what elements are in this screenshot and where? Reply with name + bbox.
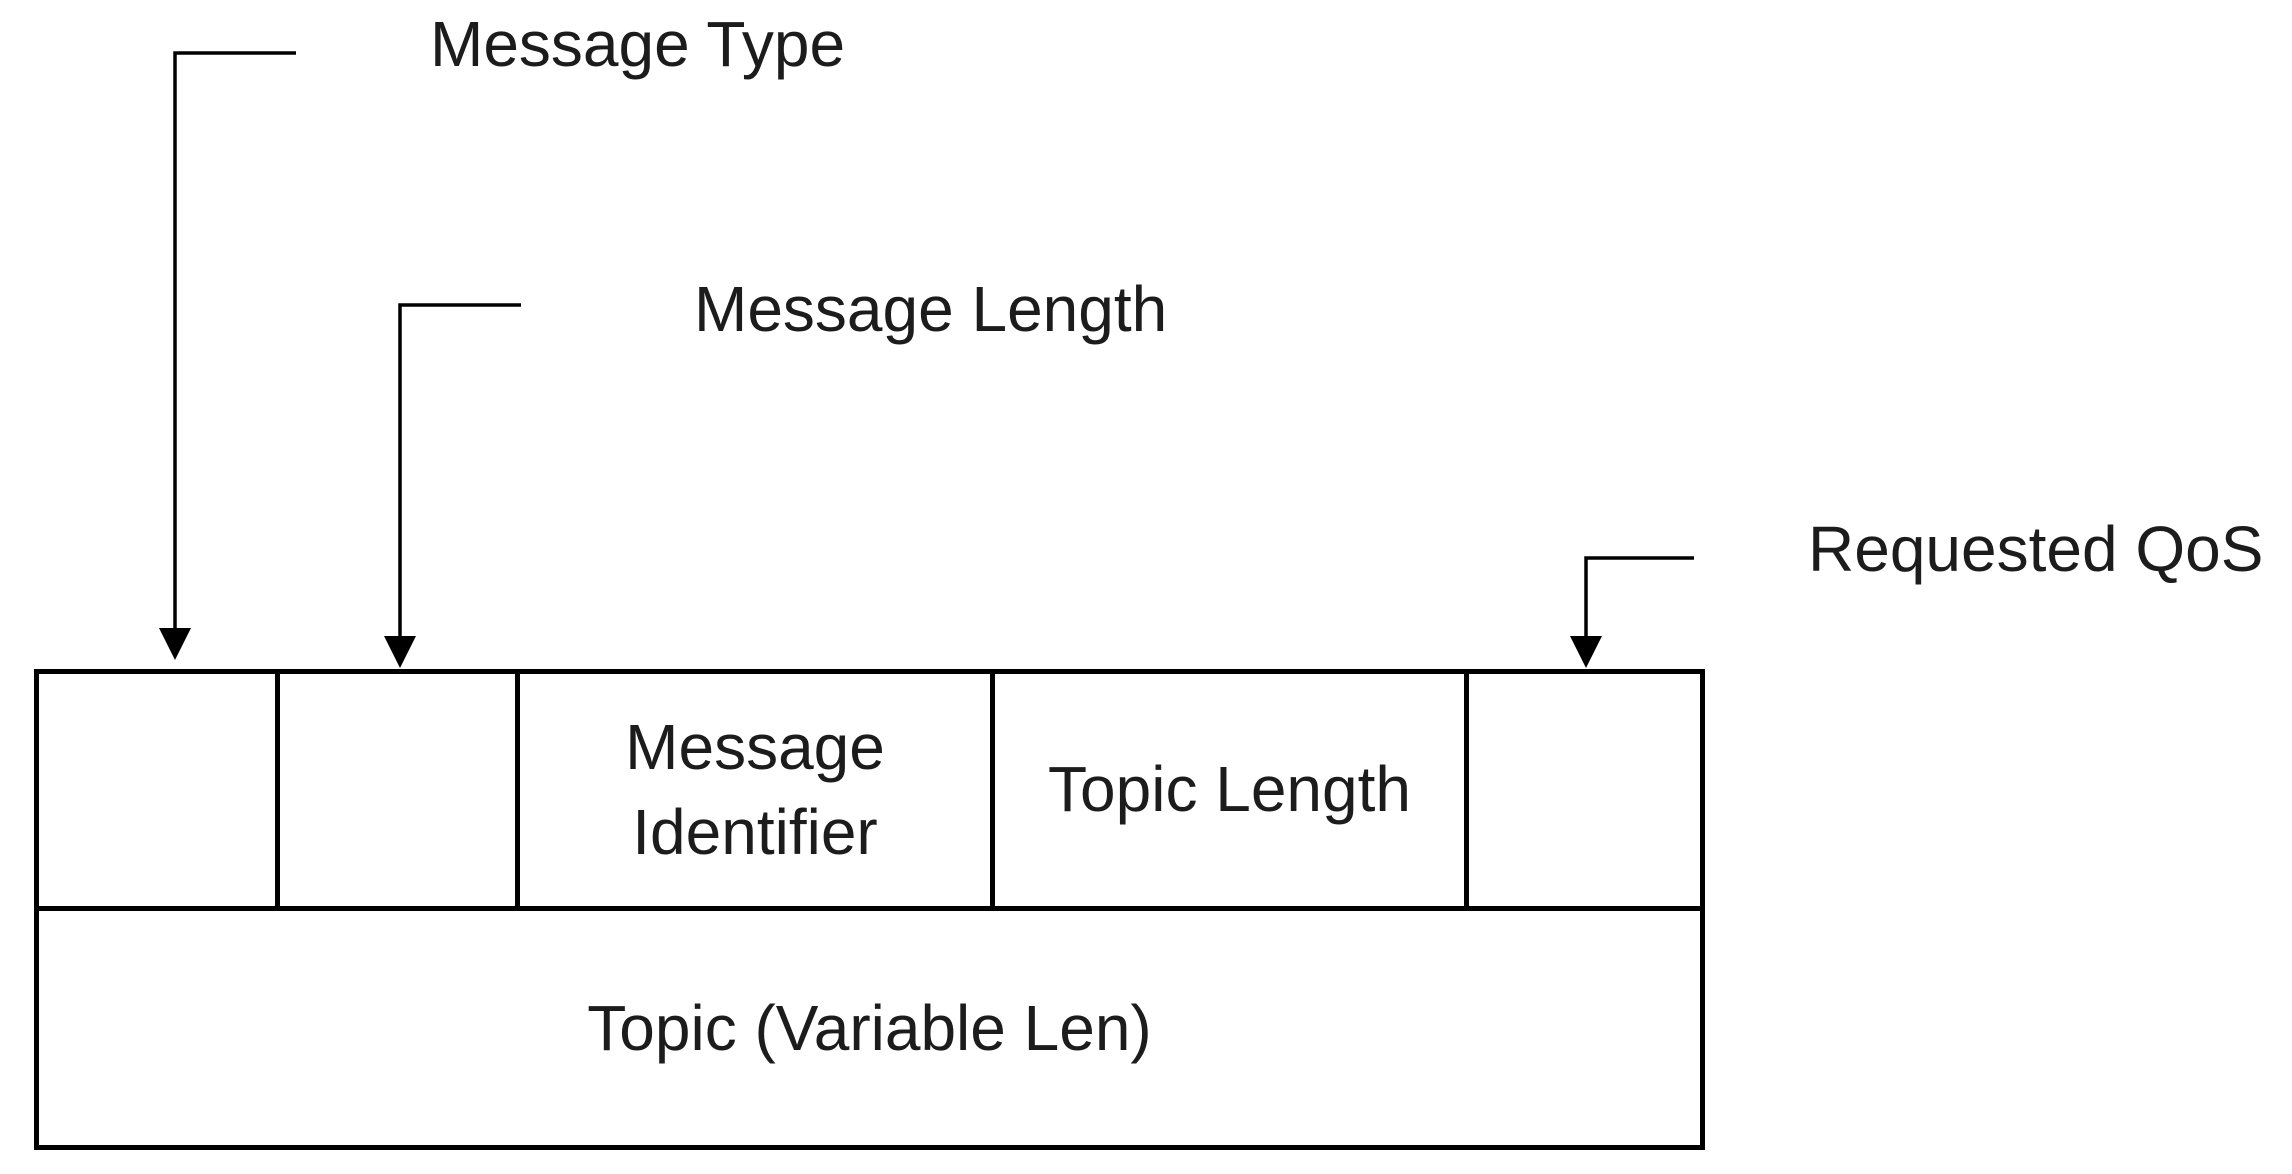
topic-variable-length-cell: Topic (Variable Len) [587,992,1152,1064]
requested-qos-leader-line [1584,556,1694,640]
requested-qos-pointer [1570,556,1694,668]
requested-qos-cell [1469,674,1700,906]
arrow-down-icon [384,636,416,668]
message-length-leader-line [398,303,521,640]
topic-length-cell: Topic Length [995,674,1469,906]
packet-structure-table: Message Identifier Topic Length Topic (V… [34,669,1705,1150]
requested-qos-label: Requested QoS [1808,513,2264,585]
message-identifier-cell: Message Identifier [520,674,995,906]
message-type-label: Message Type [430,8,846,80]
message-type-pointer [159,51,296,660]
arrow-down-icon [159,628,191,660]
packet-header-row: Message Identifier Topic Length [39,674,1700,911]
arrow-down-icon [1570,636,1602,668]
message-length-label: Message Length [694,273,1168,345]
message-length-cell [280,674,520,906]
message-type-leader-line [173,51,296,632]
message-length-pointer [384,303,521,668]
message-type-cell [39,674,280,906]
